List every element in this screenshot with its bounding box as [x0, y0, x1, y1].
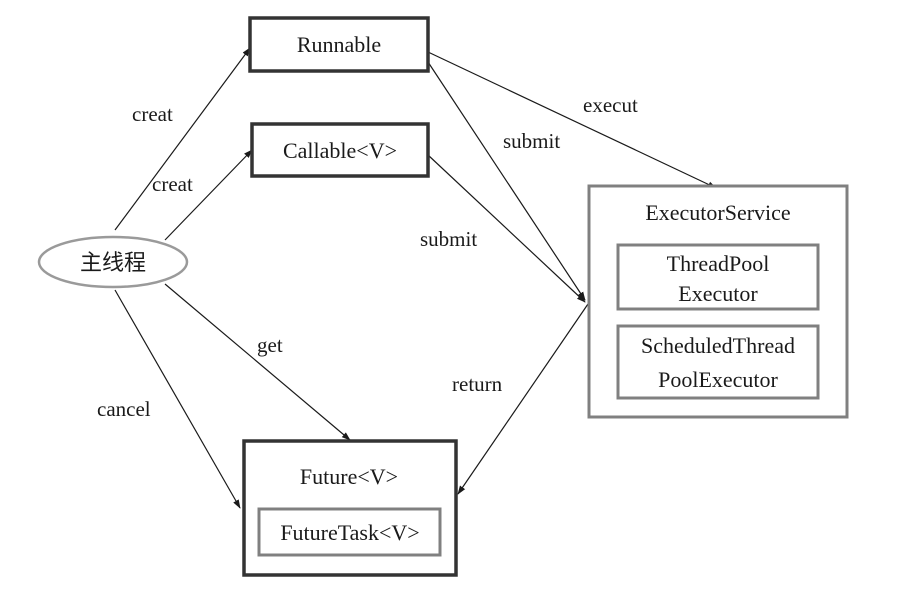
label-get: get [257, 333, 283, 357]
executor-service-label: ExecutorService [645, 200, 790, 225]
scheduled-executor-node: ScheduledThread PoolExecutor [616, 324, 820, 400]
thread-pool-executor-label-line1: ThreadPool [667, 251, 770, 276]
label-creat-runnable: creat [132, 102, 173, 126]
label-submit-callable: submit [420, 227, 477, 251]
main-thread-node: 主线程 [37, 235, 189, 289]
edge-submit-runnable [427, 61, 586, 301]
label-execut: execut [583, 93, 638, 117]
callable-node: Callable<V> [250, 122, 430, 178]
future-task-node: FutureTask<V> [257, 507, 442, 557]
thread-pool-executor-label-line2: Executor [678, 281, 758, 306]
scheduled-executor-label-line2: PoolExecutor [658, 367, 778, 392]
callable-label: Callable<V> [283, 138, 397, 163]
executor-service-node: ExecutorService ThreadPool Executor Sche… [587, 184, 849, 419]
label-return: return [452, 372, 503, 396]
edge-creat-callable [164, 149, 253, 241]
future-label: Future<V> [300, 464, 398, 489]
edge-cancel [114, 289, 241, 509]
future-node: Future<V> FutureTask<V> [242, 439, 458, 577]
label-submit-runnable: submit [503, 129, 560, 153]
edge-execut [427, 51, 717, 189]
label-cancel: cancel [97, 397, 151, 421]
main-thread-label: 主线程 [80, 251, 146, 276]
edge-creat-runnable [114, 47, 251, 231]
future-task-label: FutureTask<V> [280, 520, 419, 545]
edge-submit-callable [427, 154, 586, 303]
runnable-label: Runnable [297, 32, 381, 57]
scheduled-executor-label-line1: ScheduledThread [641, 333, 795, 358]
label-creat-callable: creat [152, 172, 193, 196]
thread-pool-executor-node: ThreadPool Executor [616, 243, 820, 311]
runnable-node: Runnable [248, 16, 430, 73]
edge-return [457, 303, 589, 495]
edge-get [164, 283, 351, 441]
